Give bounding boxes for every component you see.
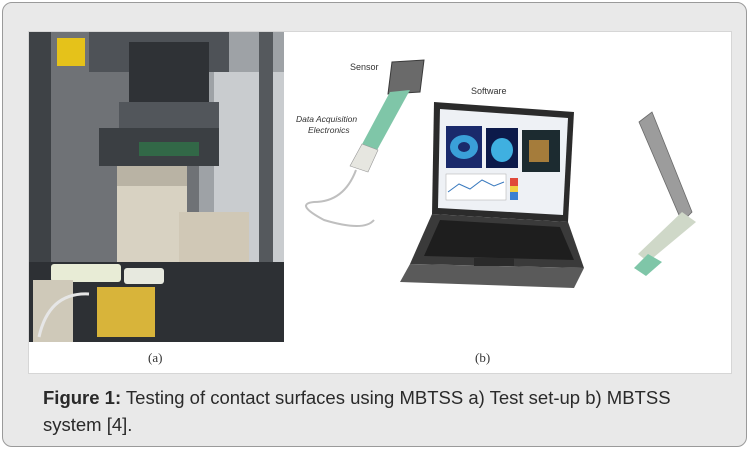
data-acquisition-label-line2: Electronics	[308, 125, 350, 135]
figure-card: Sensor Software Data Acquisition Electro…	[2, 2, 747, 447]
mbtss-system-illustration: Sensor Software Data Acquisition Electro…	[284, 32, 731, 342]
test-setup-illustration	[29, 32, 284, 342]
flexible-sensor-strip	[634, 111, 696, 276]
panel-b-label: (b)	[475, 350, 491, 365]
laptop	[400, 102, 584, 288]
caption-label: Figure 1:	[43, 387, 122, 408]
mbtss-system-drawing: Sensor Software Data Acquisition Electro…	[296, 59, 696, 288]
figure-image: Sensor Software Data Acquisition Electro…	[29, 32, 731, 373]
data-acquisition-label-line1: Data Acquisition	[296, 114, 357, 124]
software-label: Software	[471, 86, 507, 96]
panel-a-label: (a)	[148, 350, 163, 365]
figure-caption: Figure 1: Testing of contact surfaces us…	[43, 384, 723, 438]
sensor-label: Sensor	[350, 62, 379, 72]
sensor-device	[305, 59, 425, 227]
caption-text: Testing of contact surfaces using MBTSS …	[43, 387, 671, 435]
test-setup-photo	[29, 32, 284, 342]
